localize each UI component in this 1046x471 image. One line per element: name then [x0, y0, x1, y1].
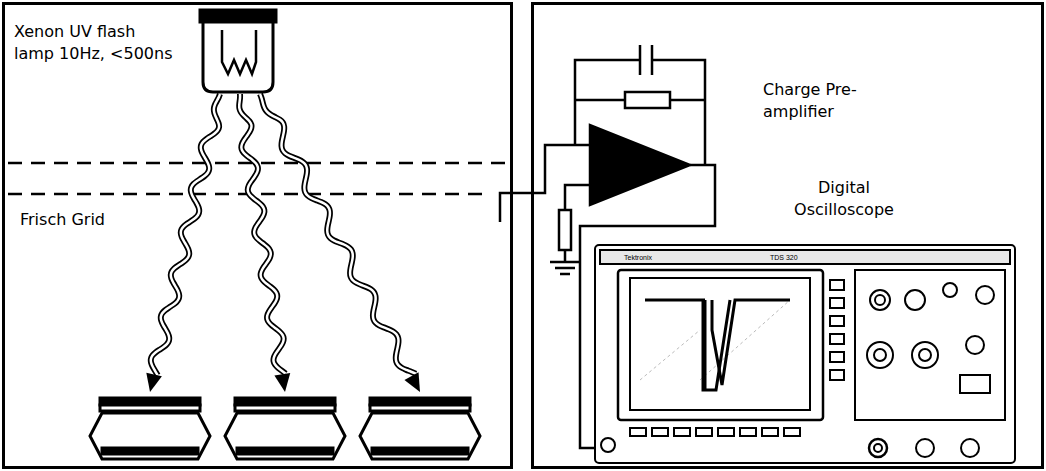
oscilloscope: [830, 370, 844, 380]
oscilloscope: [645, 300, 790, 390]
oscilloscope: [784, 428, 800, 436]
oscilloscope: [830, 334, 844, 344]
uv-light-ray: [274, 373, 290, 392]
oscilloscope: [600, 250, 1010, 264]
oscilloscope: [905, 290, 925, 310]
oscilloscope: [762, 428, 778, 436]
uv-light-ray: [239, 94, 286, 374]
uv-light-ray: [404, 372, 420, 392]
amplifier-circuit: [550, 250, 580, 274]
amplifier-label: Charge Pre-amplifier: [763, 79, 903, 123]
oscilloscope: [943, 283, 957, 297]
photodetector: [360, 413, 480, 459]
grid-label: Frisch Grid: [20, 209, 170, 231]
oscilloscope: [703, 300, 730, 390]
uv-light-ray: [151, 94, 220, 375]
oscilloscope: [855, 270, 1005, 420]
photodetector: [90, 398, 480, 459]
oscilloscope: [919, 349, 931, 361]
photodetector: [225, 413, 345, 459]
photodetector: [237, 448, 333, 454]
flash-lamp: [203, 22, 273, 92]
signal-wire: [513, 192, 531, 195]
oscilloscope: [869, 439, 887, 457]
oscilloscope: [630, 278, 810, 410]
uv-light-ray: [260, 94, 416, 374]
flash-lamp: [200, 10, 276, 22]
oscilloscope: [601, 438, 615, 452]
uv-light-ray: [239, 94, 286, 374]
photodetector: [360, 398, 480, 459]
amplifier-circuit: [640, 45, 652, 75]
photodetector: [100, 405, 200, 411]
oscilloscope: [696, 428, 712, 436]
photodetector: [90, 398, 210, 459]
oscilloscope: [875, 295, 885, 305]
oscilloscope: [916, 439, 934, 457]
oscilloscope: [874, 444, 882, 452]
oscilloscope: [630, 428, 646, 436]
oscilloscope: [595, 245, 1015, 463]
oscilloscope: [674, 428, 690, 436]
photodetector: [225, 398, 345, 459]
oscilloscope-label: Digital Oscilloscope: [774, 177, 914, 221]
photodetector: [235, 405, 335, 411]
photodetector: [370, 405, 470, 411]
oscilloscope: [595, 245, 1015, 463]
panel: Xenon UV flash lamp 10Hz, <500nsFrisch G…: [2, 2, 513, 469]
flash-lamp: [222, 30, 256, 74]
photodetector: [372, 448, 468, 454]
oscilloscope: [718, 428, 734, 436]
oscilloscope: [874, 349, 886, 361]
oscilloscope: [976, 286, 994, 304]
oscilloscope: [867, 342, 893, 368]
photodetector: [90, 413, 210, 459]
amplifier-circuit: [590, 125, 690, 205]
brand-label: Tektronix: [624, 254, 652, 262]
flash-lamp: [200, 10, 276, 92]
oscilloscope: [960, 375, 990, 393]
oscilloscope: [966, 336, 984, 354]
panel: Charge Pre-amplifierDigital Oscilloscope: [531, 2, 1044, 469]
oscilloscope: [740, 428, 756, 436]
uv-light-ray: [146, 94, 420, 392]
oscilloscope: [618, 270, 823, 420]
amplifier-circuit: [565, 185, 590, 210]
photodetector: [102, 448, 198, 454]
oscilloscope: [830, 280, 844, 290]
uv-light-ray: [146, 373, 162, 392]
oscilloscope: [961, 439, 979, 457]
oscilloscope: [912, 342, 938, 368]
uv-light-ray: [260, 94, 416, 374]
amplifier-circuit: [625, 92, 670, 108]
brand-label: TDS 320: [770, 254, 798, 262]
oscilloscope: [830, 352, 844, 362]
oscilloscope: [830, 316, 844, 326]
oscilloscope: [870, 290, 890, 310]
uv-light-ray: [151, 94, 220, 375]
amplifier-circuit: [559, 210, 571, 250]
lamp-label: Xenon UV flash lamp 10Hz, <500ns: [14, 21, 179, 65]
oscilloscope: [830, 298, 844, 308]
oscilloscope: [652, 428, 668, 436]
